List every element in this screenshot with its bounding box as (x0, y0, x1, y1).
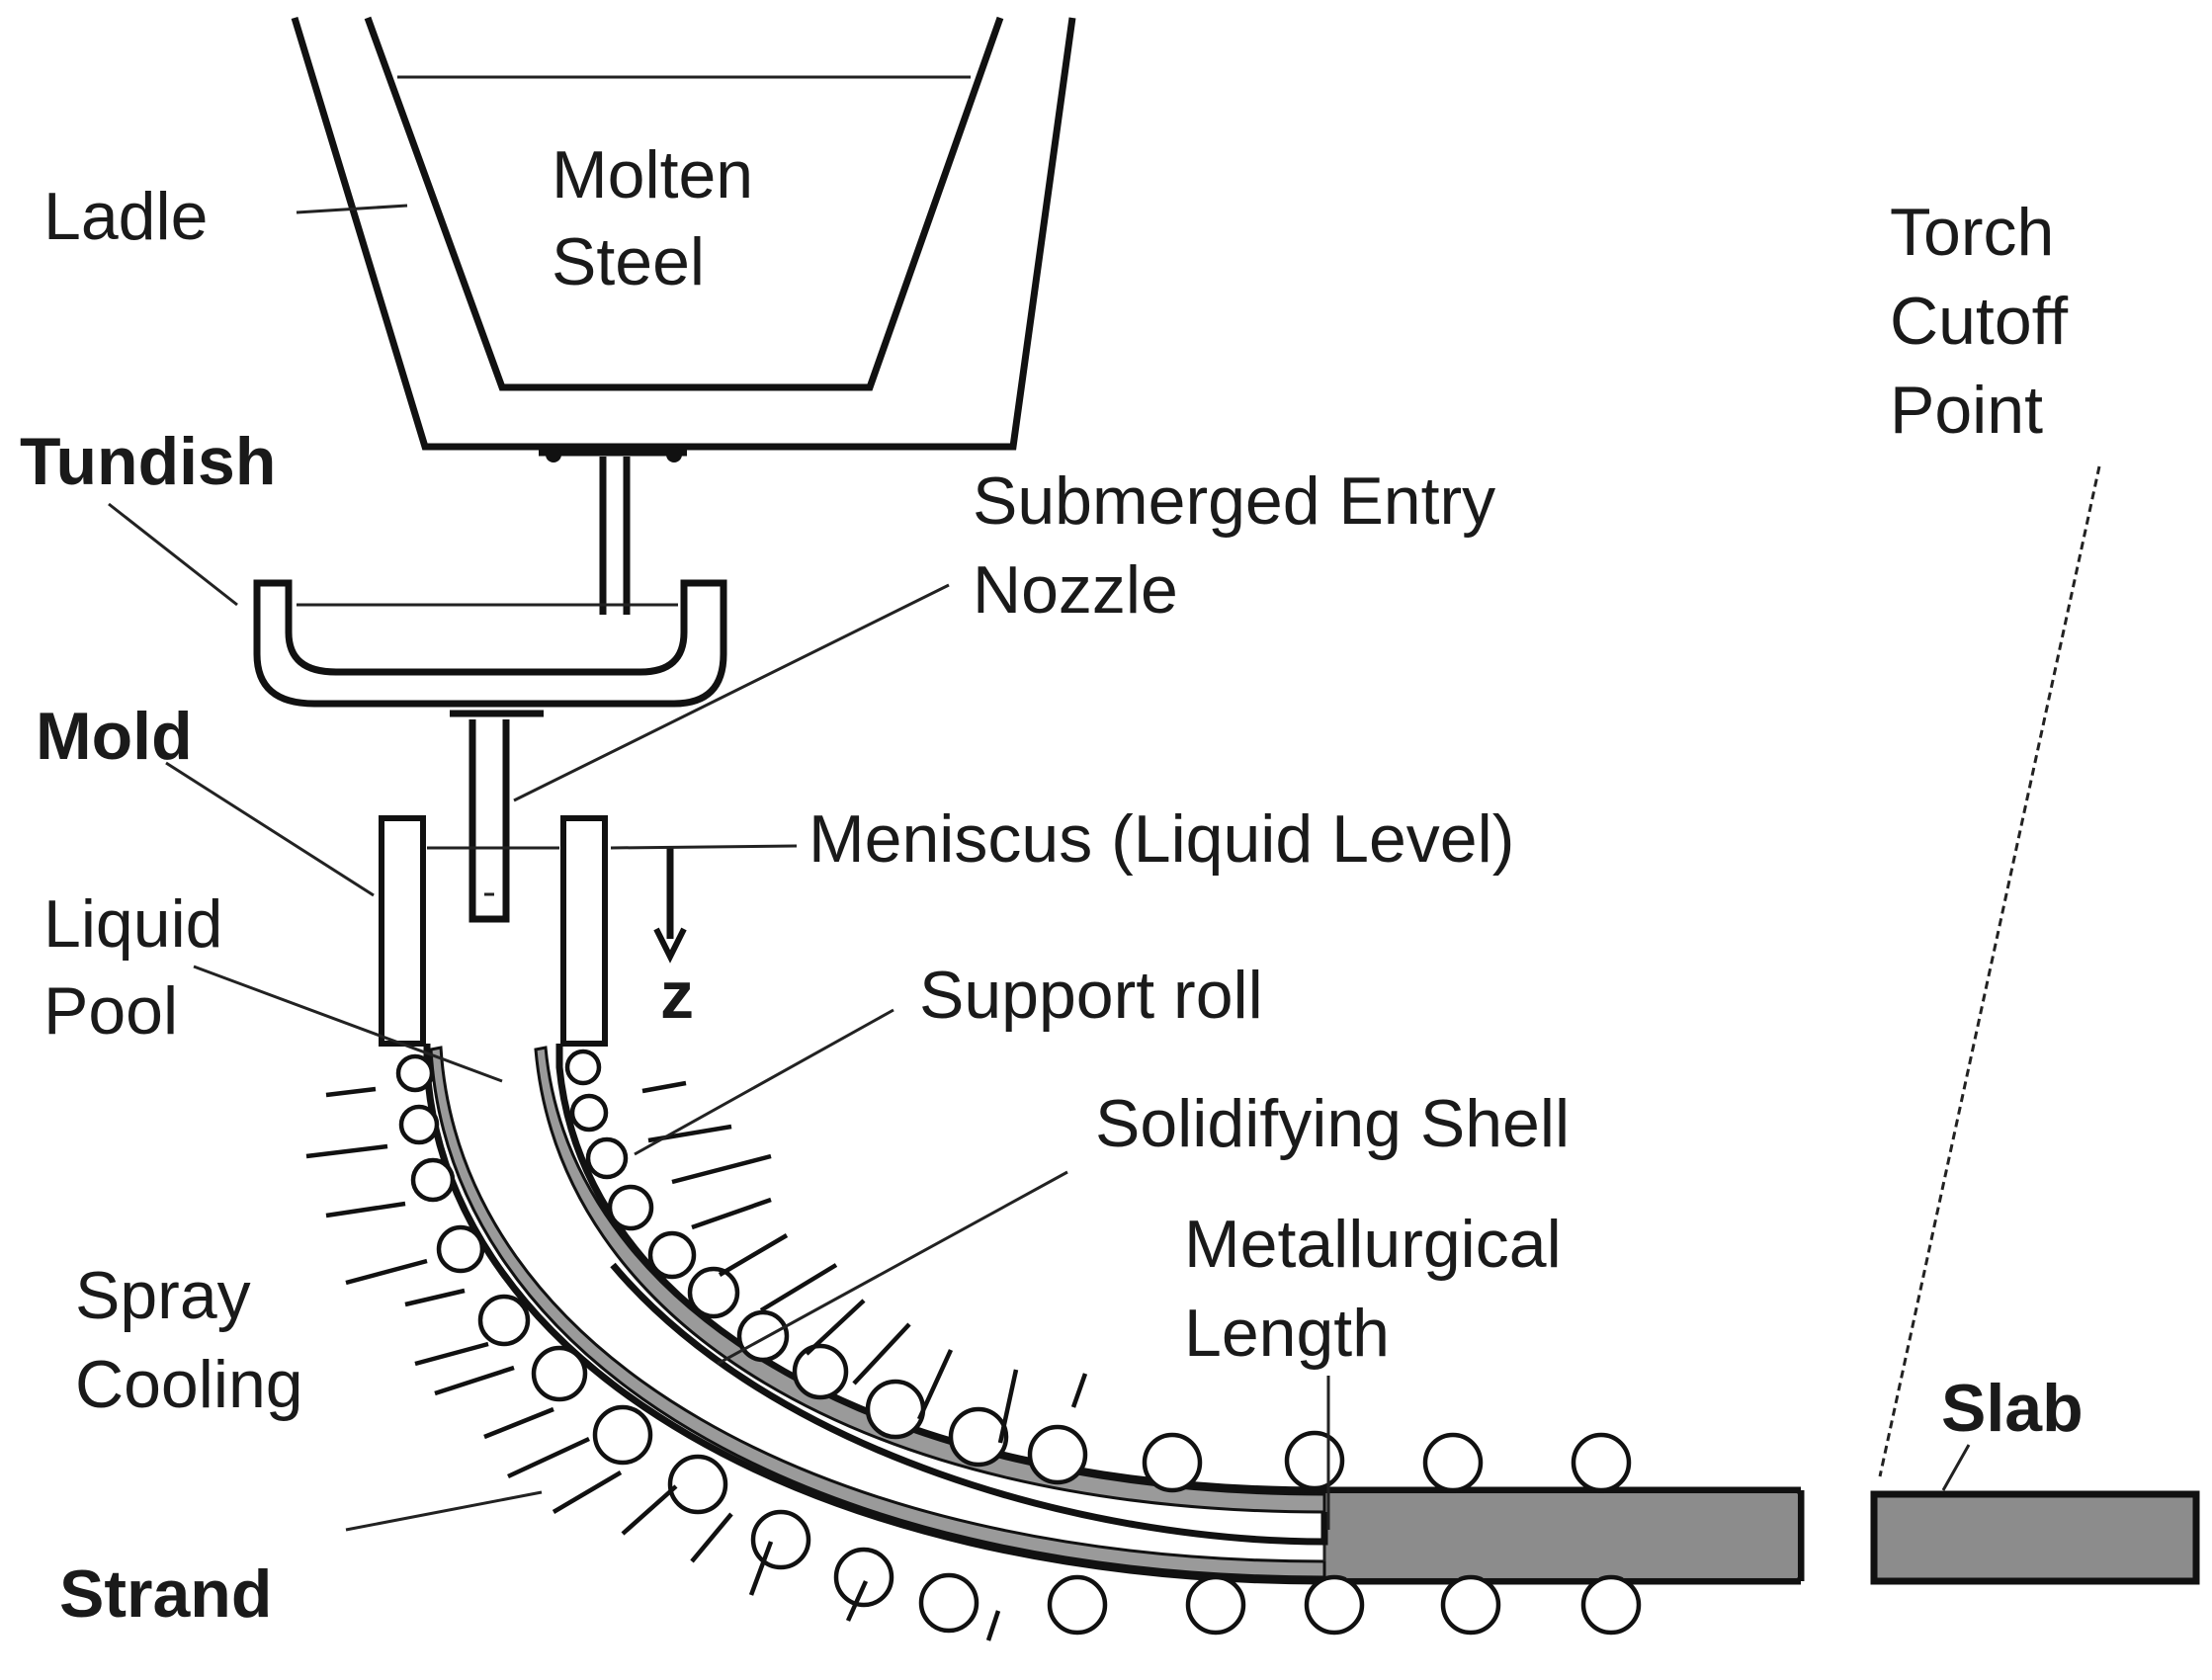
support-roll (1440, 1574, 1501, 1636)
support-roll (564, 1049, 602, 1086)
support-roll (1422, 1432, 1484, 1493)
label-liquid-pool-line2: Pool (43, 973, 178, 1049)
support-roll (1142, 1432, 1203, 1493)
leader-tundish (108, 502, 238, 607)
support-roll (1580, 1574, 1642, 1636)
labels: Ladle Molten Steel Torch Cutoff Point Tu… (20, 137, 2084, 1632)
label-meniscus: Meniscus (Liquid Level) (808, 801, 1514, 877)
support-roll (1185, 1574, 1246, 1636)
support-roll (647, 1230, 697, 1280)
support-roll (395, 1053, 435, 1093)
support-roll (1304, 1574, 1365, 1636)
support-roll (398, 1104, 440, 1145)
support-roll (1571, 1432, 1632, 1493)
label-metallurgical-line2: Length (1184, 1296, 1390, 1371)
label-solidifying-shell: Solidifying Shell (1095, 1086, 1570, 1161)
support-roll (592, 1404, 653, 1466)
support-roll (410, 1157, 456, 1203)
leader-mold (165, 761, 375, 897)
slab-piece (1870, 1490, 2200, 1585)
submerged-entry-nozzle (468, 719, 510, 923)
support-roll (667, 1454, 728, 1515)
support-roll (531, 1345, 588, 1402)
leader-slab (1941, 1444, 1971, 1491)
support-roll (477, 1294, 531, 1347)
label-mold: Mold (36, 699, 193, 774)
label-torch-line1: Torch (1890, 195, 2054, 270)
support-roll (569, 1093, 609, 1133)
leader-lines (108, 204, 2101, 1532)
label-sen-line2: Nozzle (973, 552, 1178, 628)
support-roll (948, 1406, 1009, 1468)
support-roll (1284, 1430, 1345, 1491)
leader-torch-cutoff (1878, 465, 2101, 1477)
mold (379, 815, 608, 1047)
support-roll (1027, 1424, 1088, 1485)
support-roll (792, 1343, 849, 1400)
leader-ladle (296, 204, 408, 214)
support-roll (687, 1266, 740, 1319)
label-liquid-pool-line1: Liquid (43, 886, 223, 962)
label-support-roll: Support roll (919, 958, 1263, 1033)
support-roll (1047, 1574, 1108, 1636)
label-spray-line2: Cooling (75, 1347, 303, 1422)
leader-strand (345, 1490, 543, 1532)
label-spray-line1: Spray (75, 1258, 251, 1333)
label-torch-line2: Cutoff (1890, 284, 2068, 359)
label-sen-line1: Submerged Entry (973, 463, 1495, 539)
leader-support-roll (634, 1008, 894, 1156)
support-rolls (395, 1049, 1642, 1636)
leader-meniscus (610, 844, 798, 850)
ladle (291, 16, 1076, 462)
support-roll (736, 1309, 790, 1363)
z-axis-arrow (653, 848, 687, 964)
support-roll (865, 1379, 926, 1440)
leader-sen (513, 583, 950, 802)
support-roll (607, 1184, 654, 1231)
support-roll (750, 1509, 811, 1570)
support-roll (918, 1572, 979, 1634)
support-roll (585, 1136, 629, 1180)
label-metallurgical-line1: Metallurgical (1184, 1207, 1562, 1282)
support-roll (833, 1547, 894, 1608)
label-torch-line3: Point (1890, 373, 2043, 448)
label-tundish: Tundish (20, 424, 276, 499)
leader-solidifying-shell (717, 1170, 1068, 1366)
tundish (253, 579, 727, 717)
leader-liquid-pool (193, 965, 503, 1083)
label-slab: Slab (1941, 1371, 2084, 1446)
support-roll (436, 1224, 485, 1274)
label-z-axis: z (660, 958, 694, 1033)
label-molten-steel-line1: Molten (552, 137, 753, 212)
label-ladle: Ladle (43, 179, 208, 254)
ladle-shroud (599, 457, 631, 615)
label-strand: Strand (59, 1556, 272, 1632)
label-molten-steel-line2: Steel (552, 224, 705, 299)
